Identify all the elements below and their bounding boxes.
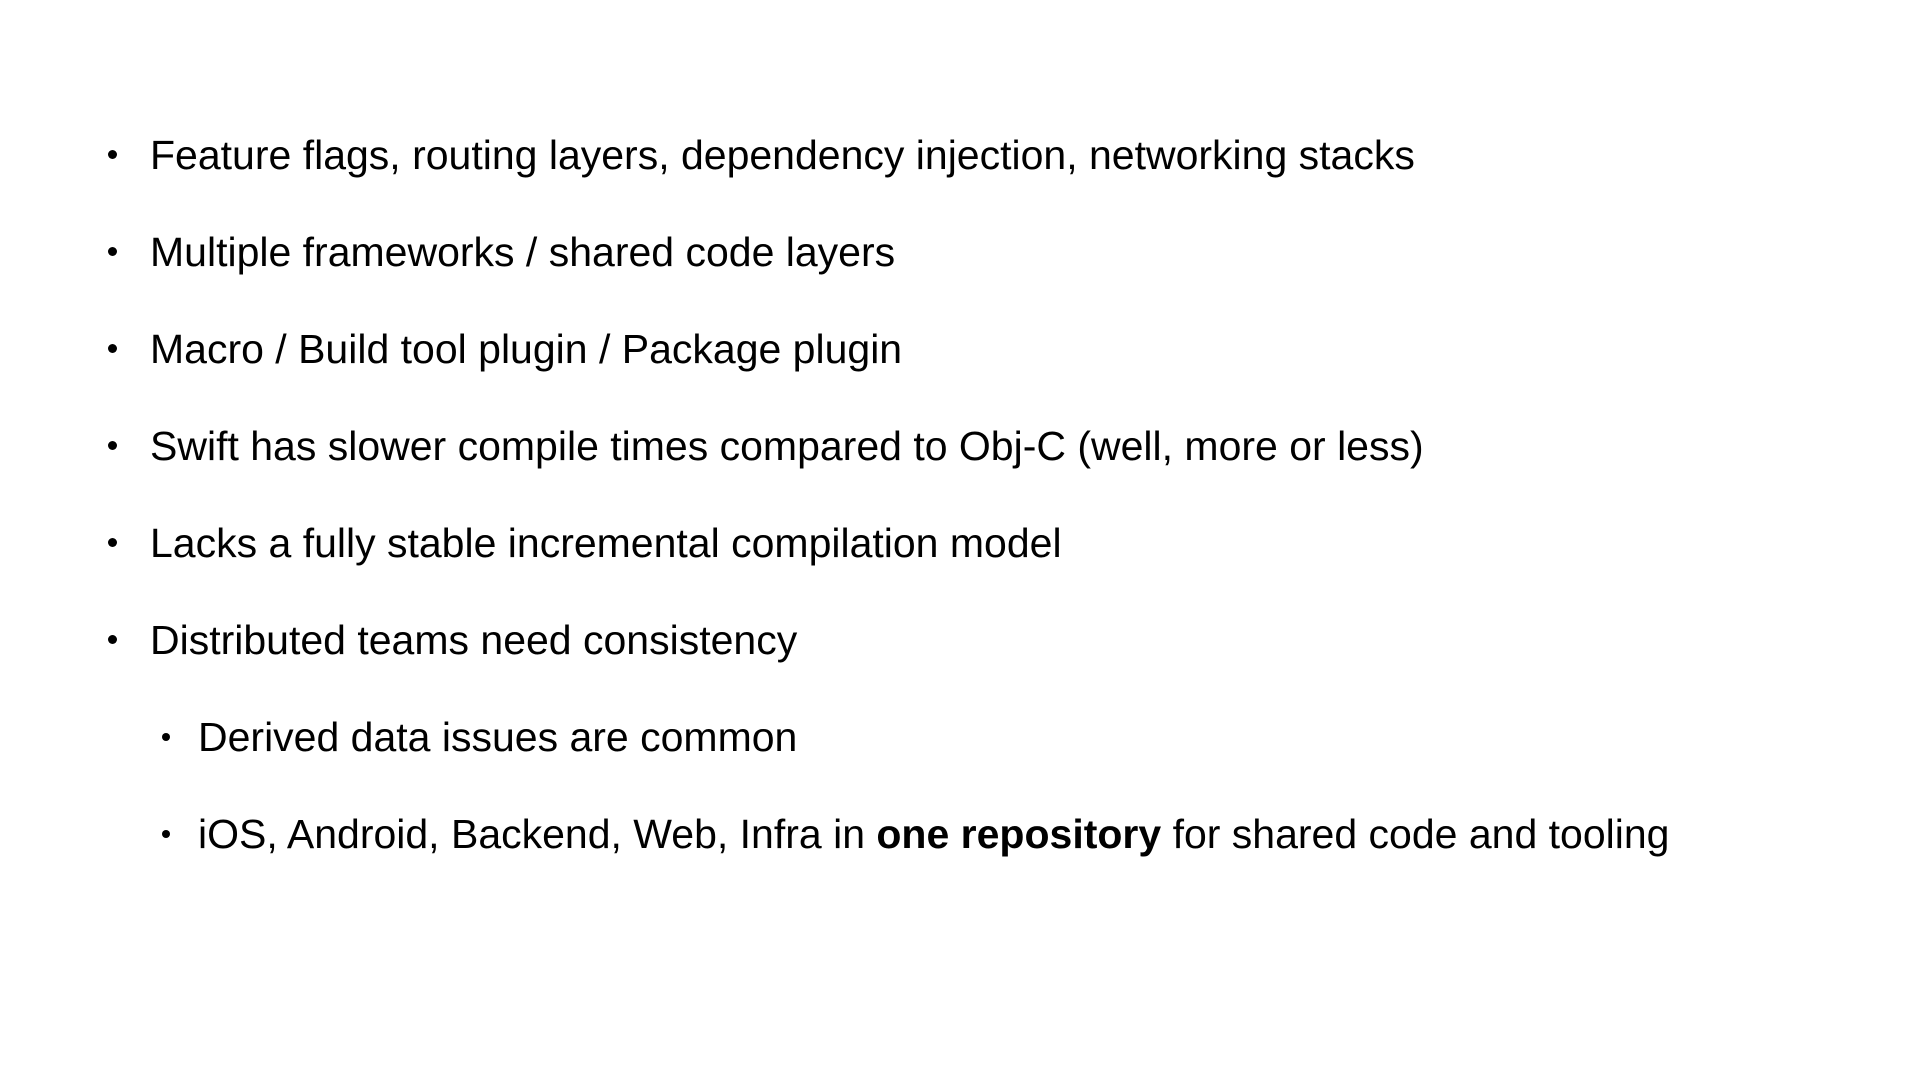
bullet-item-swift-compile-times: Swift has slower compile times compared … <box>0 421 1880 471</box>
bullet-text: Lacks a fully stable incremental compila… <box>150 520 1062 566</box>
bullet-dot <box>162 733 170 741</box>
bullet-item-derived-data: Derived data issues are common <box>0 712 1880 762</box>
bullet-text: Distributed teams need consistency <box>150 617 798 663</box>
bullet-dot <box>108 150 117 159</box>
bullet-item-multiple-frameworks: Multiple frameworks / shared code layers <box>0 227 1880 277</box>
bullet-text: Swift has slower compile times compared … <box>150 423 1424 469</box>
bullet-dot <box>108 635 117 644</box>
bullet-text: Macro / Build tool plugin / Package plug… <box>150 326 903 372</box>
bullet-text-pre: iOS, Android, Backend, Web, Infra in <box>198 811 877 857</box>
bullet-dot <box>108 538 117 547</box>
bullet-list: Feature flags, routing layers, dependenc… <box>0 130 1880 859</box>
bullet-dot <box>162 830 170 838</box>
bullet-text: Multiple frameworks / shared code layers <box>150 229 896 275</box>
bullet-item-one-repository: iOS, Android, Backend, Web, Infra in one… <box>0 809 1880 859</box>
bullet-dot <box>108 247 117 256</box>
bullet-text: Feature flags, routing layers, dependenc… <box>150 132 1415 178</box>
bullet-text: Derived data issues are common <box>198 714 798 760</box>
bullet-item-macro-plugins: Macro / Build tool plugin / Package plug… <box>0 324 1880 374</box>
bullet-item-incremental-compilation: Lacks a fully stable incremental compila… <box>0 518 1880 568</box>
bullet-item-feature-flags: Feature flags, routing layers, dependenc… <box>0 130 1880 180</box>
bullet-text-post: for shared code and tooling <box>1161 811 1670 857</box>
bullet-dot <box>108 441 117 450</box>
bullet-dot <box>108 344 117 353</box>
bullet-item-distributed-teams: Distributed teams need consistency <box>0 615 1880 665</box>
bullet-text-bold: one repository <box>876 811 1162 857</box>
